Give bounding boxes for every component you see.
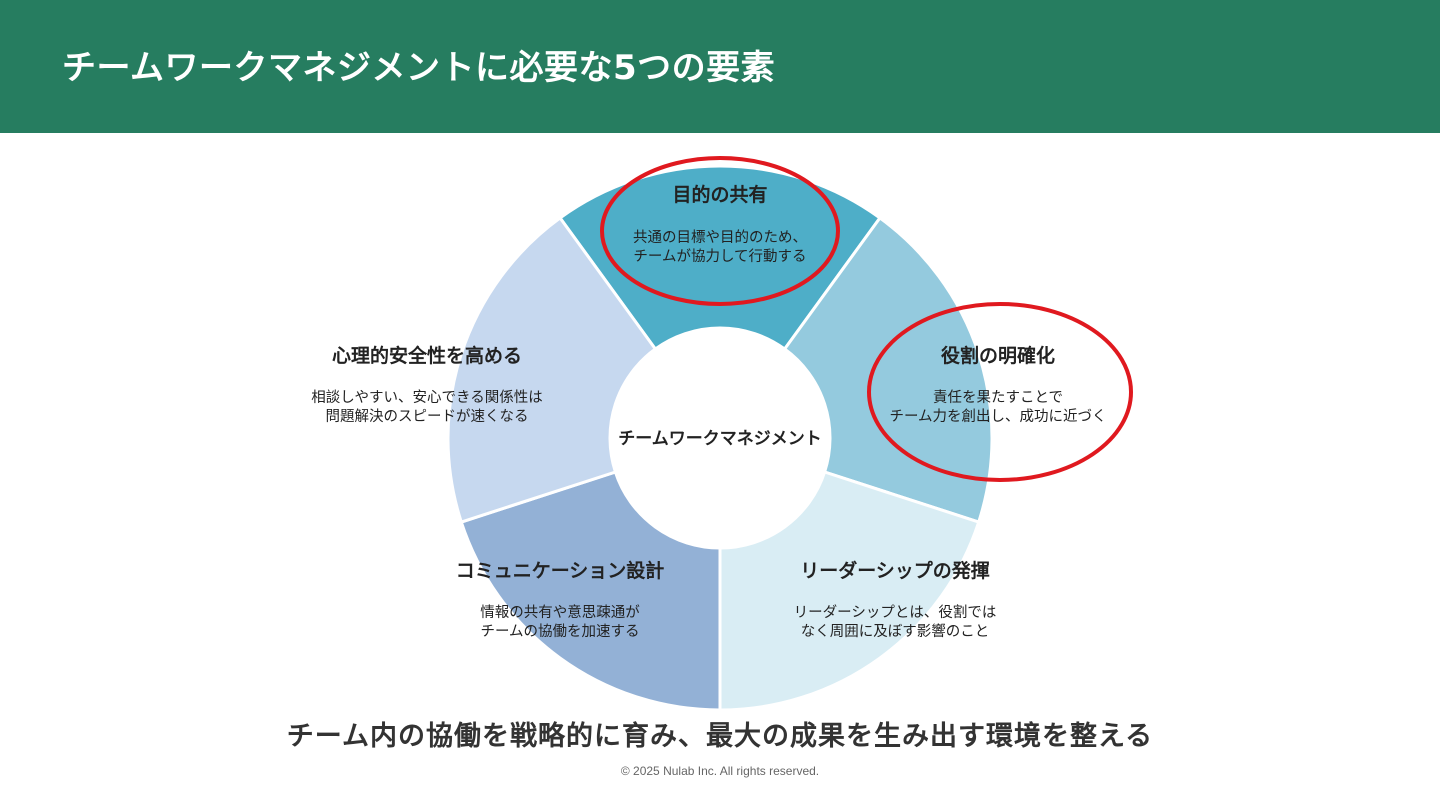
- segment-title: 役割の明確化: [941, 344, 1055, 367]
- highlight-circle-roles: [867, 302, 1133, 482]
- segment-desc-line: チーム力を創出し、成功に近づく: [889, 408, 1106, 425]
- segment-desc-line: リーダーシップとは、役割では: [794, 604, 997, 621]
- header-bar: チームワークマネジメントに必要な5つの要素: [0, 0, 1440, 133]
- segment-desc-line: 問題解決のスピードが速くなる: [326, 408, 529, 425]
- segment-title: 目的の共有: [672, 183, 767, 206]
- segment-desc-line: 責任を果たすことで: [933, 389, 1063, 406]
- segment-desc-line: 共通の目標や目的のため、: [633, 229, 807, 246]
- segment-title: リーダーシップの発揮: [800, 559, 990, 582]
- segment-title: コミュニケーション設計: [456, 559, 665, 582]
- center-label: チームワークマネジメント: [618, 429, 822, 449]
- copyright: © 2025 Nulab Inc. All rights reserved.: [620, 764, 820, 778]
- segment-desc-line: 相談しやすい、安心できる関係性は: [311, 389, 543, 406]
- segment-roles-text: 役割の明確化 責任を果たすことで チーム力を創出し、成功に近づく: [889, 344, 1106, 425]
- tagline: チーム内の協働を戦略的に育み、最大の成果を生み出す環境を整える: [286, 721, 1154, 752]
- segment-desc-line: なく周囲に及ぼす影響のこと: [801, 622, 990, 640]
- segment-desc-line: チームの協働を加速する: [480, 623, 639, 640]
- segment-safety-text: 心理的安全性を高める 相談しやすい、安心できる関係性は 問題解決のスピードが速く…: [311, 344, 543, 425]
- segment-purpose-text: 目的の共有 共通の目標や目的のため、 チームが協力して行動する: [633, 183, 807, 265]
- segment-title: 心理的安全性を高める: [332, 344, 522, 367]
- segment-desc-line: 情報の共有や意思疎通が: [480, 603, 640, 621]
- center-circle: [610, 328, 830, 548]
- segment-desc-line: チームが協力して行動する: [633, 248, 806, 265]
- highlight-circle-purpose: [600, 156, 840, 306]
- page-title: チームワークマネジメントに必要な5つの要素: [62, 48, 776, 88]
- segment-communication-text: コミュニケーション設計 情報の共有や意思疎通が チームの協働を加速する: [456, 559, 665, 640]
- segment-leadership-text: リーダーシップの発揮 リーダーシップとは、役割では なく周囲に及ぼす影響のこと: [794, 559, 997, 640]
